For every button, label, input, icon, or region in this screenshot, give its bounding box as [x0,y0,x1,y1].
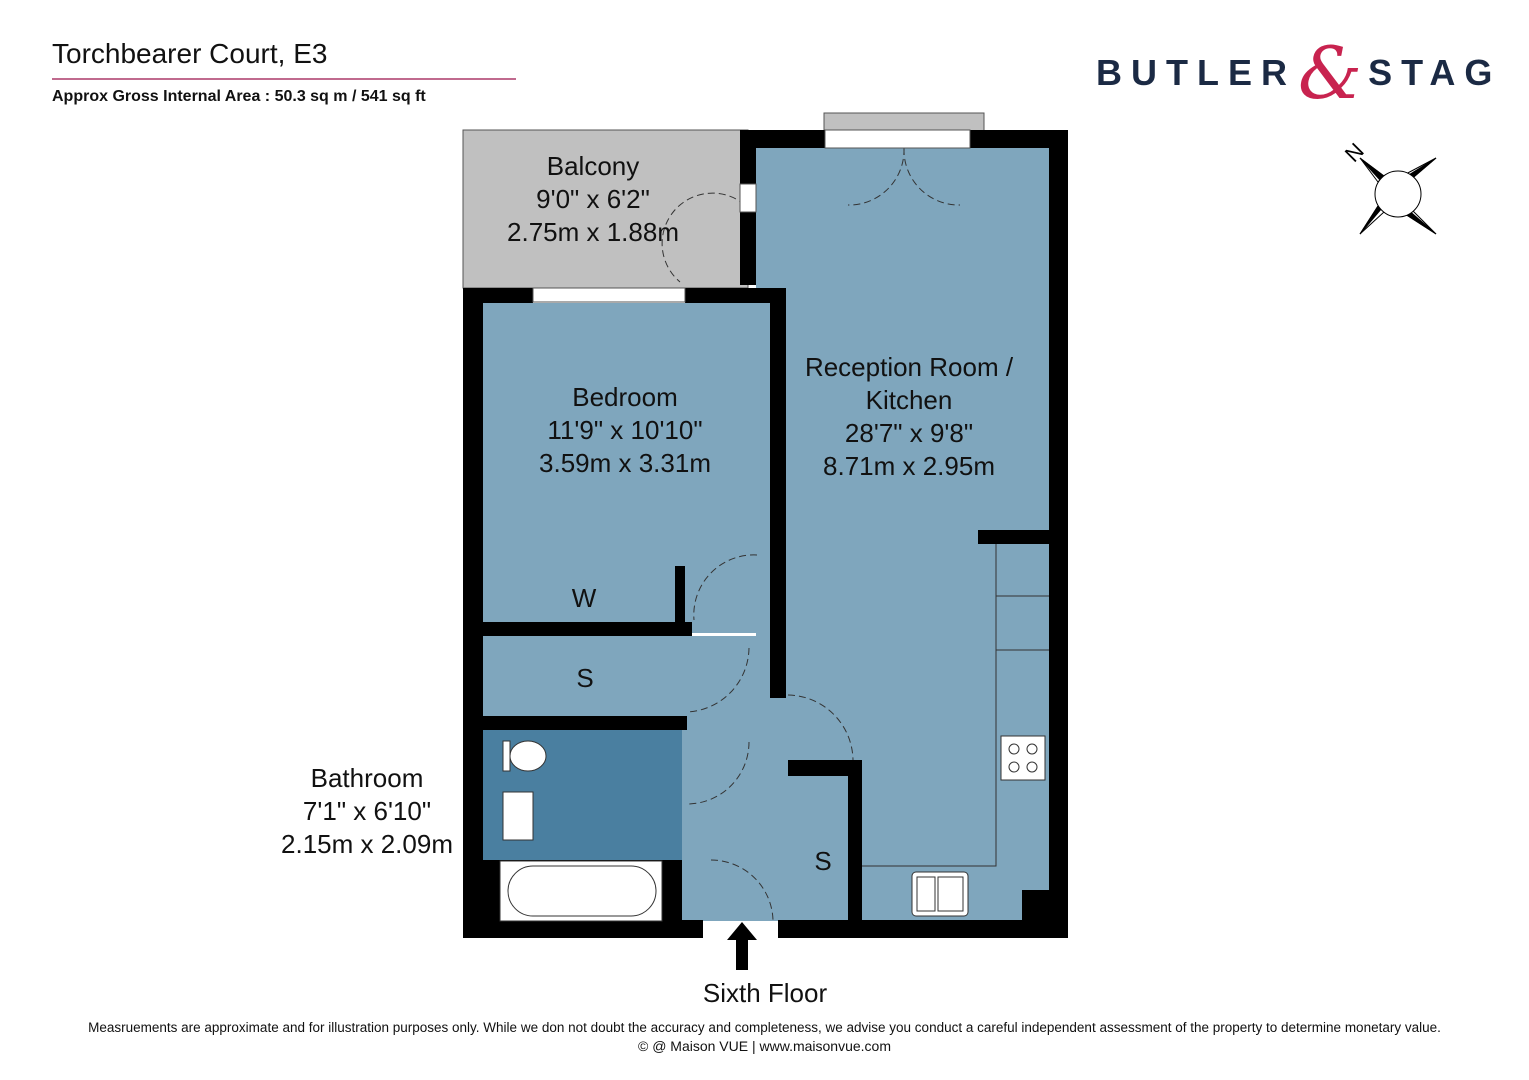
basin-icon [502,791,534,841]
bedroom-name: Bedroom [572,382,678,412]
balcony-label: Balcony 9'0" x 6'2" 2.75m x 1.88m [507,150,679,249]
bath-icon [499,860,663,922]
title-divider [52,78,516,80]
hob-icon [1000,735,1046,781]
balcony-name: Balcony [546,151,640,181]
storage-label-2: S [814,846,832,876]
storage-label-1: S [576,663,594,693]
bedroom-label: Bedroom 11'9" x 10'10" 3.59m x 3.31m [539,381,711,480]
bedroom-area [482,303,774,633]
floor-label: Sixth Floor [702,978,828,1008]
compass-icon: N [1340,138,1437,235]
reception-metric: 8.71m x 2.95m [823,451,995,481]
logo-ampersand: & [1298,31,1363,115]
reception-name-1: Reception Room / [804,352,1014,382]
toilet-icon [502,740,547,772]
storage-area [482,636,682,716]
gross-area-text: Approx Gross Internal Area : 50.3 sq m /… [52,88,426,105]
logo-word-butler: BUTLER [1096,52,1296,93]
kitchen-sink-icon [911,871,969,917]
disclaimer-text: Measruements are approximate and for ill… [88,1020,1441,1035]
balcony-metric: 2.75m x 1.88m [507,217,679,247]
credit-text: © @ Maison VUE | www.maisonvue.com [637,1038,892,1054]
butler-stag-logo: BUTLER & STAG [1096,31,1502,115]
bathroom-label: Bathroom 7'1" x 6'10" 2.15m x 2.09m [281,762,453,861]
reception-label: Reception Room / Kitchen 28'7" x 9'8" 8.… [805,351,1013,483]
entrance-arrow-icon [727,922,757,970]
wardrobe-label: W [571,583,597,613]
property-title: Torchbearer Court, E3 [52,38,328,69]
bathroom-metric: 2.15m x 2.09m [281,829,453,859]
reception-imperial: 28'7" x 9'8" [844,418,974,448]
bedroom-metric: 3.59m x 3.31m [539,448,711,478]
bedroom-imperial: 11'9" x 10'10" [547,415,703,445]
balcony-area [462,129,749,289]
logo-word-stag: STAG [1368,52,1502,93]
balcony-imperial: 9'0" x 6'2" [536,184,650,214]
reception-name-2: Kitchen [865,385,953,415]
bathroom-name: Bathroom [310,763,424,793]
bathroom-imperial: 7'1" x 6'10" [302,796,432,826]
